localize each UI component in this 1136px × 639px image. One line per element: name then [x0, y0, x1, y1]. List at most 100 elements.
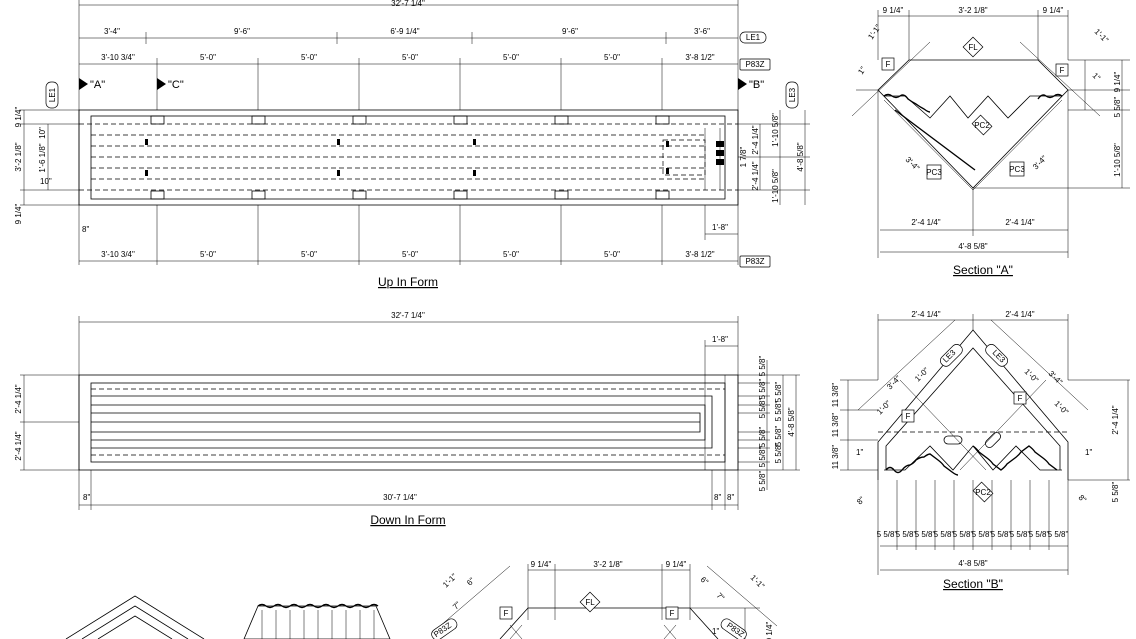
- down-overall-length: 32'-7 1/4": [391, 311, 425, 320]
- le1-side-tag: LE1: [48, 87, 57, 102]
- sec-b-left-dim: 11 3/8": [831, 383, 840, 408]
- right-dim: 1'-10 5/8": [771, 169, 780, 203]
- sec-c-diag-dim: 6": [699, 575, 711, 587]
- sec-a-tag: PC3: [1009, 165, 1025, 174]
- left-bottom-dim: 8": [82, 225, 89, 234]
- sec-a-top-dim: 9 1/4": [883, 6, 904, 15]
- row2-dim: 5'-0": [301, 53, 317, 62]
- sec-a-diag-dim: 3'-4": [1031, 154, 1049, 172]
- section-a-title: Section "A": [953, 263, 1013, 277]
- row2-dim: 5'-0": [200, 53, 216, 62]
- down-right-small: 5 5/8": [758, 356, 767, 377]
- row2-dim: 5'-0": [402, 53, 418, 62]
- down-right-mid: 5 5/8": [774, 382, 783, 403]
- sec-a-right-dim: 1'-10 5/8": [1113, 143, 1122, 177]
- p83z-bottom-tag: P83Z: [745, 257, 764, 266]
- down-bottom-dim: 8": [83, 493, 90, 502]
- sec-b-bottom-dim: 5 5/8": [896, 530, 917, 539]
- sec-a-tag: FL: [968, 43, 978, 52]
- sec-a-diag-dim: 1'-1": [866, 23, 883, 41]
- sec-c-top-dim: 9 1/4": [531, 560, 552, 569]
- sec-c-top-dim: 9 1/4": [666, 560, 687, 569]
- section-a-view: 9 1/4" 3'-2 1/8" 9 1/4": [851, 6, 1130, 277]
- sec-b-diag-dim: 1'-0": [875, 399, 893, 417]
- sec-b-diag-dim: 3'-4": [1047, 369, 1065, 387]
- row2-dim: 5'-0": [604, 53, 620, 62]
- sec-b-tag: F: [906, 412, 911, 421]
- sec-b-diag-dim: 1'-0": [913, 366, 931, 384]
- sec-c-tag: FL: [585, 598, 595, 607]
- left-inner-dim: 10": [38, 127, 47, 139]
- down-right-total: 4'-8 5/8": [787, 407, 796, 436]
- row1-dim: 9'-6": [234, 27, 250, 36]
- bottom-dim: 5'-0": [503, 250, 519, 259]
- sec-a-tag: F: [1060, 66, 1065, 75]
- sec-c-tag: F: [504, 609, 509, 618]
- up-in-form-view: 32'-7 1/4" 3'-4" 9'-6" 6'-9 1/4" 9'-6" 3…: [14, 0, 810, 289]
- sec-a-diag-dim: 1'-1": [1093, 27, 1111, 45]
- sec-a-diag-dim: 1": [1091, 71, 1103, 83]
- sec-b-bottom-dim: 5 5/8": [991, 530, 1012, 539]
- right-small-dim: 1 7/8": [739, 147, 748, 168]
- right-dim: 1'-10 5/8": [771, 113, 780, 147]
- sec-c-diag-dim: 1'-1": [441, 572, 459, 590]
- row1-dim: 9'-6": [562, 27, 578, 36]
- sec-b-top-dim: 2'-4 1/4": [911, 310, 940, 319]
- sec-a-diag-dim: 3'-4": [904, 155, 922, 173]
- sec-c-diag-dim: 6": [465, 576, 477, 588]
- down-right-small: 5 5/8": [758, 398, 767, 419]
- sec-a-diag-dim: 1": [856, 65, 868, 76]
- sec-a-top-dim: 9 1/4": [1043, 6, 1064, 15]
- sec-a-top-dim: 3'-2 1/8": [958, 6, 987, 15]
- bottom-dim: 3'-8 1/2": [685, 250, 714, 259]
- le3-side-tag: LE3: [788, 87, 797, 102]
- sec-a-overall-dim: 4'-8 5/8": [958, 242, 987, 251]
- sec-c-diag-dim: 1'-1": [749, 573, 767, 591]
- sec-b-small-dim: 1": [1085, 448, 1092, 457]
- row2-dim: 3'-8 1/2": [685, 53, 714, 62]
- sec-c-top-dim: 3'-2 1/8": [593, 560, 622, 569]
- bottom-dim: 5'-0": [301, 250, 317, 259]
- down-right-mid: 5 5/8": [774, 401, 783, 422]
- down-right-small: 5 5/8": [758, 379, 767, 400]
- down-right-small: 5 5/8": [758, 447, 767, 468]
- sec-a-right-dim: 5 5/8": [1113, 97, 1122, 118]
- section-a-marker: "A": [90, 79, 105, 91]
- row1-dim: 6'-9 1/4": [390, 27, 419, 36]
- right-total-dim: 4'-8 5/8": [796, 142, 805, 171]
- sec-c-right-dim: 1": [712, 627, 719, 636]
- sec-b-right-dim: 2'-4 1/4": [1111, 405, 1120, 434]
- sec-c-tag: F: [670, 609, 675, 618]
- sec-b-tag: PC2: [975, 488, 991, 497]
- left-dim: 3'-2 1/8": [14, 142, 23, 171]
- section-b-marker: "B": [749, 79, 764, 91]
- down-right-mid: 5 5/8": [774, 443, 783, 464]
- right-dim: 2'-4 1/4": [751, 161, 760, 190]
- le1-tag: LE1: [746, 33, 761, 42]
- sec-a-bottom-dim: 2'-4 1/4": [1005, 218, 1034, 227]
- sec-b-bottom-dim: 5 5/8": [877, 530, 898, 539]
- section-b-title: Section "B": [943, 577, 1003, 591]
- sec-a-bottom-dim: 2'-4 1/4": [911, 218, 940, 227]
- overall-length-label: 32'-7 1/4": [391, 0, 425, 8]
- row2-dim: 5'-0": [503, 53, 519, 62]
- sec-c-diag-dim: 7": [451, 600, 463, 612]
- sec-b-small-dim: 8": [855, 495, 867, 507]
- left-dim: 9 1/4": [14, 204, 23, 225]
- sec-b-left-dim: 11 3/8": [831, 413, 840, 438]
- end-dim: 1'-8": [712, 223, 728, 232]
- down-in-form-title: Down In Form: [370, 513, 445, 527]
- row1-dim: 3'-6": [694, 27, 710, 36]
- isometric-sketch-left: [65, 595, 205, 639]
- sec-b-tag: F: [1018, 394, 1023, 403]
- sec-c-right-dim: 9 1/4": [765, 622, 774, 639]
- sec-b-top-dim: 2'-4 1/4": [1005, 310, 1034, 319]
- down-bottom-dim: 8": [727, 493, 734, 502]
- sec-a-right-dim: 9 1/4": [1113, 72, 1122, 93]
- sec-b-small-dim: 8": [1077, 493, 1089, 505]
- sec-a-tag: PC3: [926, 168, 942, 177]
- down-right-mid: 5 5/8": [774, 426, 783, 447]
- section-b-view: 2'-4 1/4" 2'-4 1/4": [831, 310, 1130, 591]
- sec-a-tag: PC2: [974, 121, 990, 130]
